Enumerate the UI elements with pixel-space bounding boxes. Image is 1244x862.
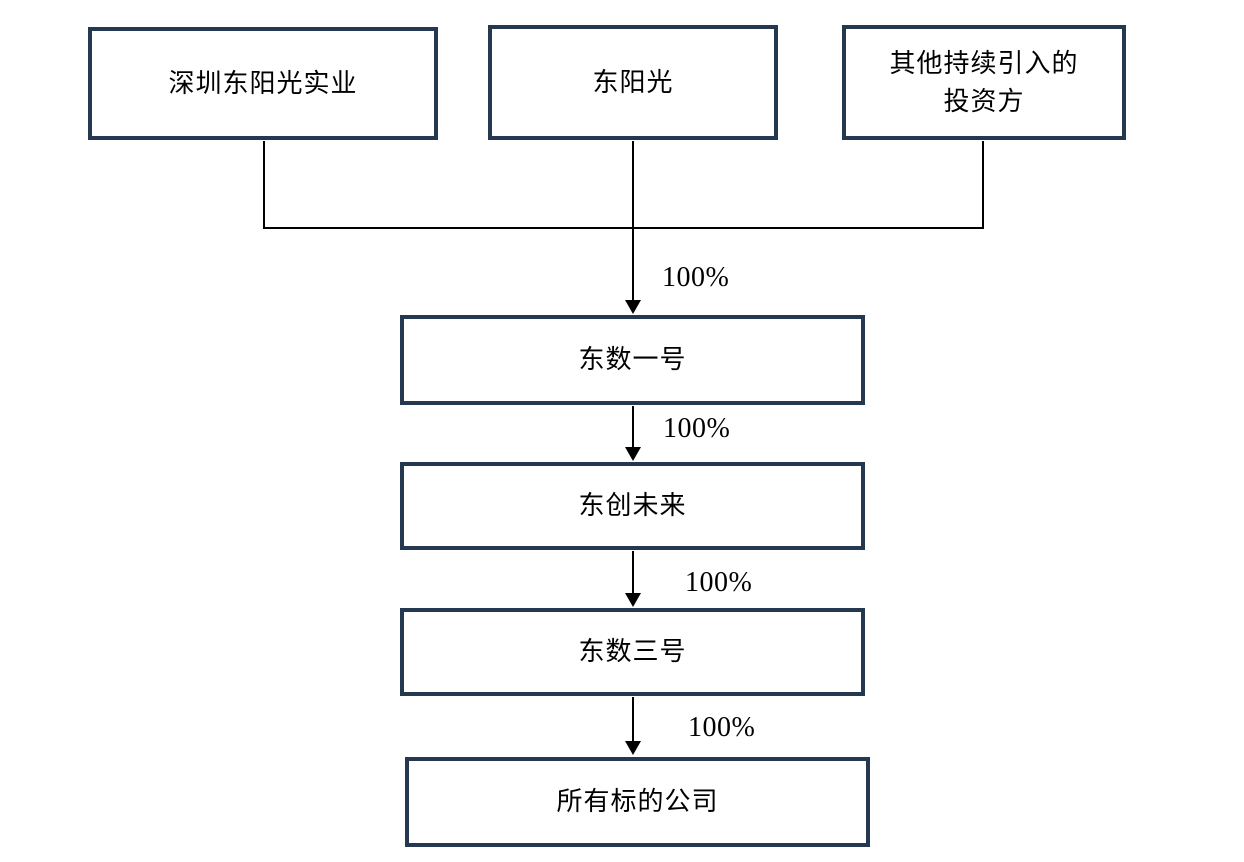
node-other-investors: 其他持续引入的 投资方 — [842, 25, 1126, 140]
edge-center-arrow-2-head — [625, 447, 641, 461]
node-label: 东创未来 — [578, 491, 687, 521]
node-label: 东数三号 — [578, 637, 687, 667]
node-all-target-companies: 所有标的公司 — [405, 757, 870, 847]
node-dongshu-no3: 东数三号 — [400, 608, 865, 696]
node-label: 所有标的公司 — [556, 787, 719, 817]
node-label: 其他持续引入的 投资方 — [889, 48, 1079, 116]
ownership-label-4: 100% — [688, 712, 756, 743]
node-dongyangguang: 东阳光 — [488, 25, 778, 140]
ownership-label-3: 100% — [685, 567, 753, 598]
node-dongchuang-future: 东创未来 — [400, 462, 865, 550]
edge-center-arrow-4-head — [625, 741, 641, 755]
edge-center-arrow-1-head — [625, 300, 641, 314]
node-label: 东数一号 — [578, 345, 687, 375]
edge-center-arrow-3-head — [625, 593, 641, 607]
ownership-label-2: 100% — [663, 413, 731, 444]
node-label: 深圳东阳光实业 — [168, 68, 358, 98]
node-dongshu-no1: 东数一号 — [400, 315, 865, 405]
ownership-label-1: 100% — [662, 262, 730, 293]
node-shenzhen-dongyangguang-industrial: 深圳东阳光实业 — [88, 27, 438, 140]
node-label: 东阳光 — [592, 67, 674, 97]
